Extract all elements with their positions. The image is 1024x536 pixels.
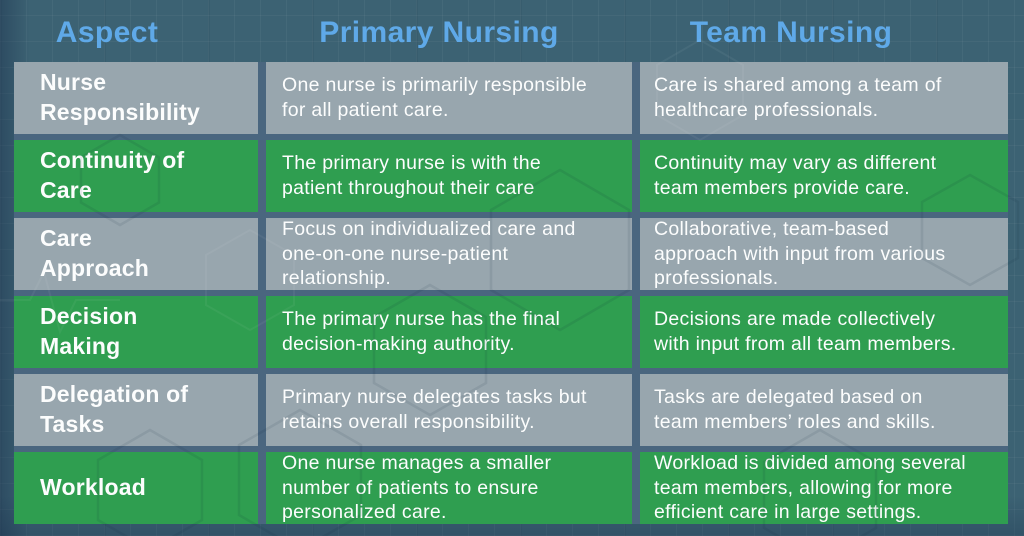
primary-nursing-cell: One nurse manages a smaller number of pa… bbox=[266, 452, 632, 524]
team-nursing-cell: Tasks are delegated based on team member… bbox=[640, 374, 1008, 446]
aspect-label-line: Continuity of bbox=[40, 147, 185, 174]
aspect-label-line: Making bbox=[40, 333, 121, 359]
aspect-label-line: Nurse bbox=[40, 69, 107, 96]
column-header-primary-nursing: Primary Nursing bbox=[319, 16, 559, 49]
team-nursing-cell: Collaborative, team-based approach with … bbox=[640, 218, 1008, 290]
aspect-label-line: Workload bbox=[40, 474, 146, 501]
team-nursing-cell: Continuity may vary as different team me… bbox=[640, 140, 1008, 212]
primary-nursing-cell: The primary nurse is with the patient th… bbox=[266, 140, 632, 212]
primary-nursing-cell: Focus on individualized care and one-on-… bbox=[266, 218, 632, 290]
comparison-table: Nurse Responsibility One nurse is primar… bbox=[14, 62, 1008, 524]
team-nursing-cell: Decisions are made collectively with inp… bbox=[640, 296, 1008, 368]
aspect-cell: Workload bbox=[14, 452, 258, 524]
aspect-cell: Continuity of Care bbox=[14, 140, 258, 212]
aspect-cell: Nurse Responsibility bbox=[14, 62, 258, 134]
aspect-cell: Care Approach bbox=[14, 218, 258, 290]
primary-nursing-cell: One nurse is primarily responsible for a… bbox=[266, 62, 632, 134]
aspect-cell: Delegation of Tasks bbox=[14, 374, 258, 446]
aspect-label-line: Tasks bbox=[40, 411, 105, 437]
aspect-label-line: Care bbox=[40, 177, 92, 203]
column-header-aspect: Aspect bbox=[55, 16, 159, 49]
aspect-cell: Decision Making bbox=[14, 296, 258, 368]
team-nursing-cell: Care is shared among a team of healthcar… bbox=[640, 62, 1008, 134]
aspect-label-line: Responsibility bbox=[40, 99, 200, 125]
team-nursing-cell: Workload is divided among several team m… bbox=[640, 452, 1008, 524]
primary-nursing-cell: Primary nurse delegates tasks but retain… bbox=[266, 374, 632, 446]
primary-nursing-cell: The primary nurse has the final decision… bbox=[266, 296, 632, 368]
table-header-row: Aspect Primary Nursing Team Nursing bbox=[14, 0, 1008, 62]
aspect-label-line: Approach bbox=[40, 255, 149, 281]
aspect-label-line: Delegation of bbox=[40, 381, 189, 408]
aspect-label-line: Decision bbox=[40, 303, 138, 330]
aspect-label-line: Care bbox=[40, 225, 92, 252]
column-header-team-nursing: Team Nursing bbox=[689, 16, 893, 49]
